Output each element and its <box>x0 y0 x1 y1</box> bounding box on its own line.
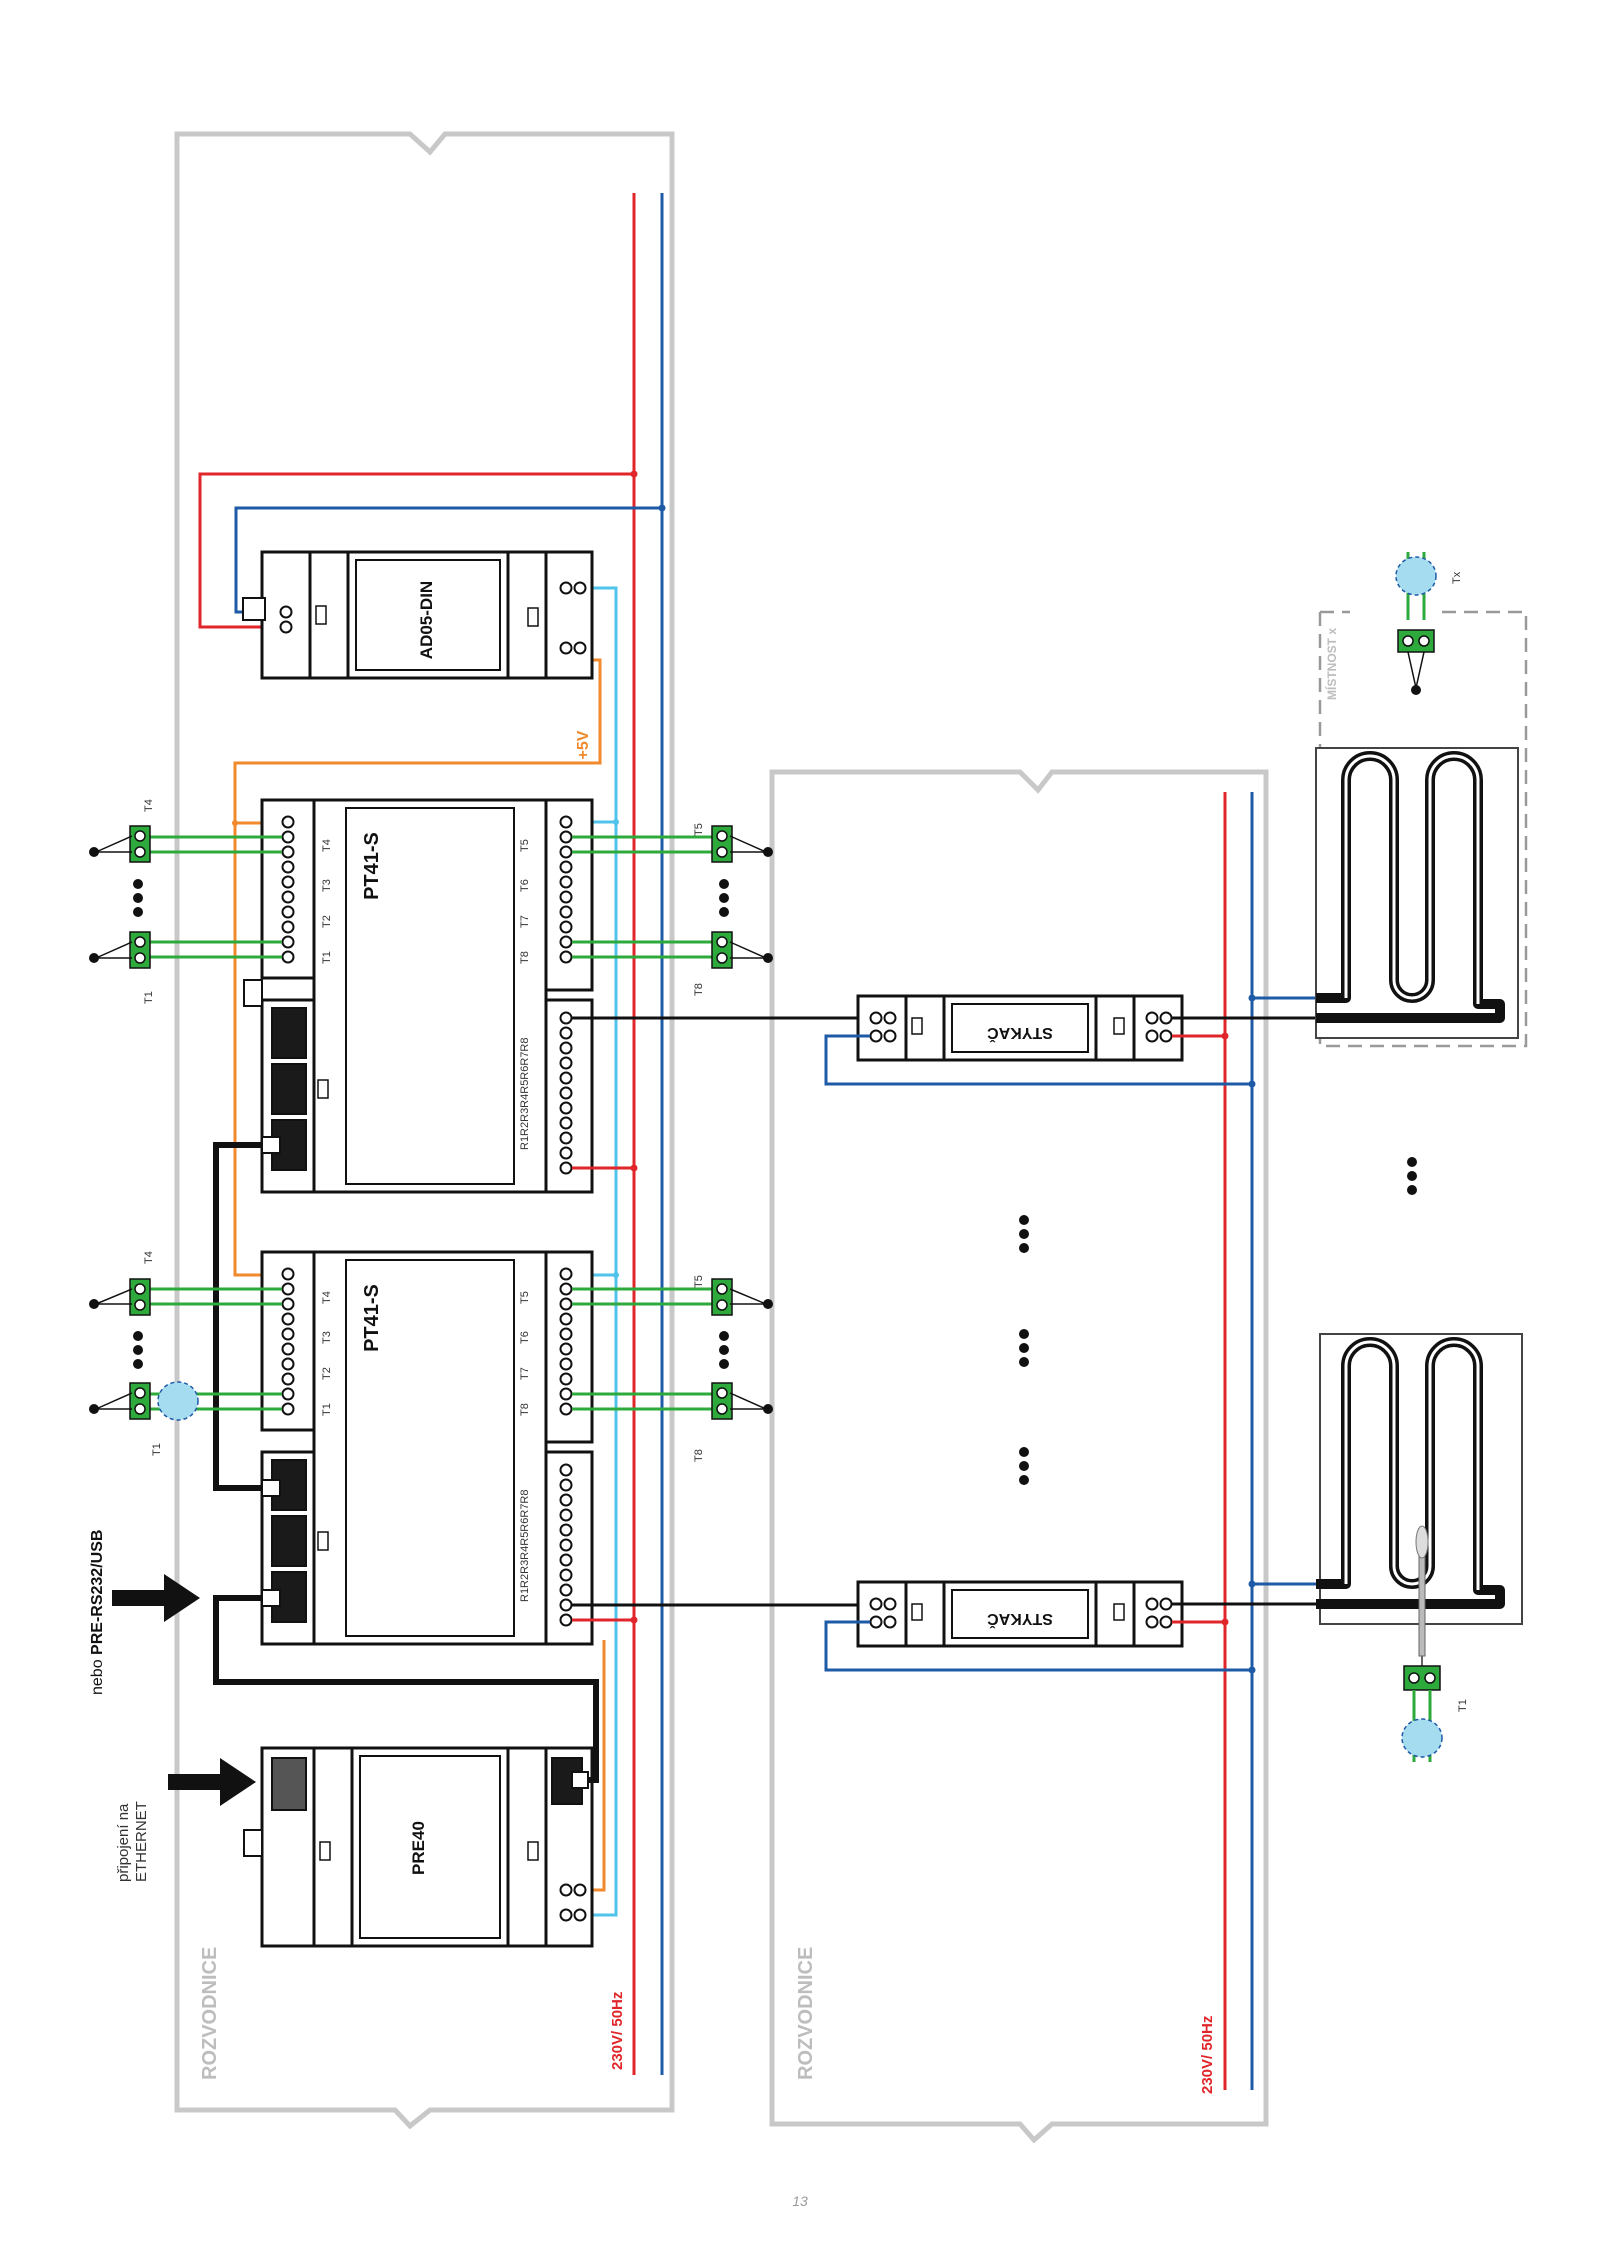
mains-right <box>1223 792 1254 2090</box>
t7-label: T7 <box>519 1367 531 1380</box>
contactor-output <box>1172 1016 1316 1606</box>
sensor-t8-label: T8 <box>693 983 705 996</box>
t2-label: T2 <box>321 915 333 928</box>
sensor-t5-label: T5 <box>693 823 705 836</box>
ethernet-label-line1: připojení na <box>115 1803 132 1882</box>
sensor-t4-label: T4 <box>143 1251 155 1264</box>
mains-left-label: 230V/ 50Hz <box>609 1992 626 2070</box>
pre40-module: PRE40 <box>243 1746 594 1948</box>
t1-label: T1 <box>321 951 333 964</box>
relay-output-lines <box>572 1016 872 1622</box>
temperature-sensor-icon <box>711 931 773 969</box>
bus-cable <box>213 1142 599 1783</box>
ellipsis-icon <box>133 1331 143 1369</box>
relay-labels: R1R2R3R4R5R6R7R8 <box>519 1490 531 1603</box>
t4-label: T4 <box>321 839 333 852</box>
sensor-t5-label: T5 <box>693 1275 705 1288</box>
temperature-sensor-icon <box>89 825 151 863</box>
right-arrow-icon <box>168 1758 256 1806</box>
t6-label: T6 <box>519 1331 531 1344</box>
temperature-sensor-icon <box>711 825 773 863</box>
rs232-prefix: nebo <box>89 1655 106 1695</box>
temperature-sensor-icon <box>89 1278 151 1316</box>
t4-label: T4 <box>321 1291 333 1304</box>
mains-left <box>632 193 664 2075</box>
tx-label: Tx <box>1451 571 1463 584</box>
room-label: MÍSTNOST x <box>1324 628 1339 700</box>
ellipsis-icon <box>719 879 729 917</box>
mains-right-label: 230V/ 50Hz <box>1199 2016 1216 2094</box>
sensor-wires-left <box>150 835 282 1411</box>
sensor-t1-label: T1 <box>143 991 155 1004</box>
ethernet-label-line2: ETHERNET <box>133 1801 150 1882</box>
ellipsis-icon <box>1407 1157 1417 1195</box>
plus5v-label: +5V <box>575 730 592 759</box>
t7-label: T7 <box>519 915 531 928</box>
ellipsis-icon <box>719 1331 729 1369</box>
pt41-bottom-label: PT41-S <box>361 1284 383 1352</box>
ellipsis-icon <box>1019 1215 1029 1485</box>
t3-label: T3 <box>321 879 333 892</box>
rs232-label: nebo PRE-RS232/USB <box>89 1530 106 1695</box>
ad05-label: AD05-DIN <box>417 581 436 659</box>
relay-labels: R1R2R3R4R5R6R7R8 <box>519 1038 531 1151</box>
sensor-t8-label: T8 <box>693 1449 705 1462</box>
pt41-s-module-top: PT41-S T4 T3 T2 T1 T5 T6 T7 T8 R1R2R3R4R… <box>243 798 594 1194</box>
left-panel <box>174 131 675 2130</box>
right-arrow-icon <box>112 1574 200 1622</box>
right-panel <box>769 769 1269 2144</box>
t3-label: T3 <box>321 1331 333 1344</box>
temperature-sensor-icon <box>89 1381 199 1421</box>
pt41-top-label: PT41-S <box>361 832 383 900</box>
ad05-din-module: AD05-DIN <box>242 550 594 680</box>
stykac-contactor-top: STYKAČ <box>856 994 1184 1062</box>
pre40-label: PRE40 <box>409 1821 428 1875</box>
stykac-top-label: STYKAČ <box>987 1024 1053 1043</box>
t8-label: T8 <box>519 951 531 964</box>
panel-right-label: ROZVODNICE <box>795 1947 817 2080</box>
sensor-t1-label: T1 <box>151 1443 163 1456</box>
t2-label: T2 <box>321 1367 333 1380</box>
temperature-sensor-icon <box>711 1382 773 1420</box>
t8-label: T8 <box>519 1403 531 1416</box>
temperature-sensor-icon <box>1401 1525 1443 1762</box>
rs232-bold: PRE-RS232/USB <box>89 1530 106 1655</box>
heating-mat-icon <box>1315 747 1519 1039</box>
contactor-wiring <box>824 996 1316 1672</box>
temperature-sensor-icon <box>711 1278 773 1316</box>
t1-label: T1 <box>321 1403 333 1416</box>
page-number: 13 <box>792 2193 808 2209</box>
temperature-sensor-icon <box>1395 552 1437 695</box>
floor-sensor-t1-label: T1 <box>1457 1699 1469 1712</box>
stykac-contactor-bottom: STYKAČ <box>856 1580 1184 1648</box>
sensor-wires-right <box>572 835 716 1411</box>
t6-label: T6 <box>519 879 531 892</box>
t5-label: T5 <box>519 839 531 852</box>
ellipsis-icon <box>133 879 143 917</box>
stykac-bottom-label: STYKAČ <box>987 1610 1053 1629</box>
panel-left-label: ROZVODNICE <box>199 1947 221 2080</box>
pt41-s-module-bottom: PT41-S T4 T3 T2 T1 T5 T6 T7 T8 R1R2R3R4R… <box>260 1250 594 1646</box>
t5-label: T5 <box>519 1291 531 1304</box>
temperature-sensor-icon <box>89 931 151 969</box>
sensor-t4-label: T4 <box>143 799 155 812</box>
